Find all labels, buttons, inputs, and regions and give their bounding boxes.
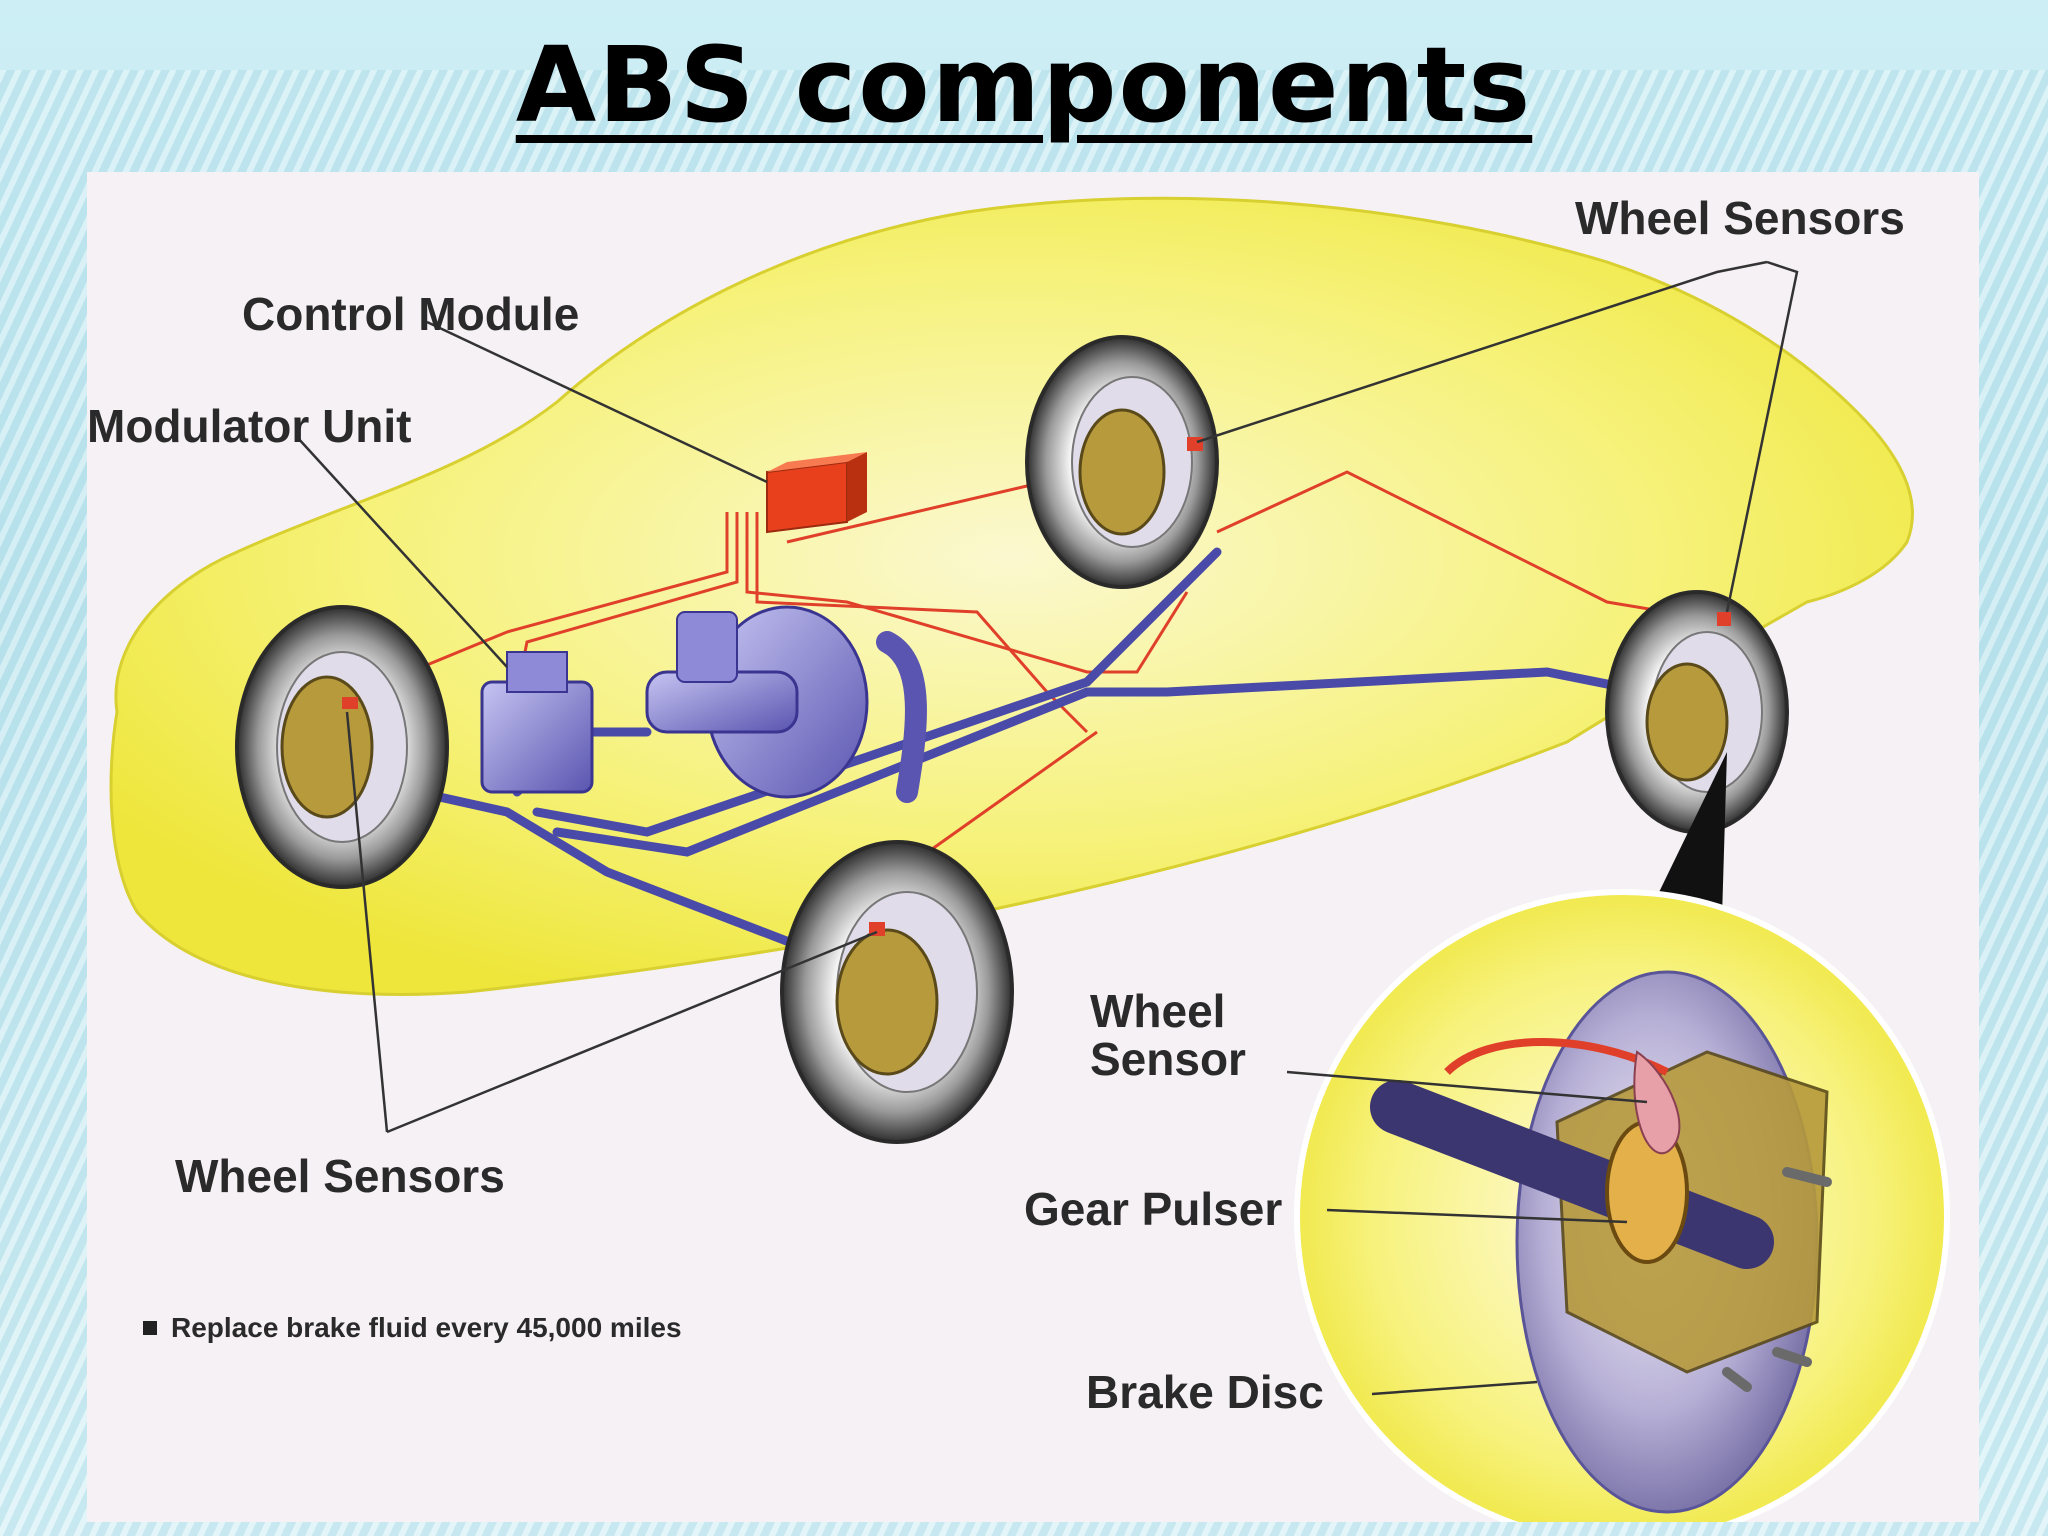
wheel-rear-right	[1605, 590, 1789, 834]
label-wheel-sensors-top: Wheel Sensors	[1575, 192, 1905, 244]
car-body	[109, 196, 1914, 996]
label-brake-disc: Brake Disc	[1086, 1366, 1324, 1418]
abs-diagram: Wheel Sensors Control Module Modulator U…	[87, 172, 1979, 1522]
maintenance-note-text: Replace brake fluid every 45,000 miles	[171, 1312, 682, 1343]
maintenance-note: Replace brake fluid every 45,000 miles	[143, 1312, 682, 1344]
label-wheel-sensor-inset: Wheel Sensor	[1090, 985, 1246, 1086]
label-wheel-sensors-bottom: Wheel Sensors	[175, 1150, 505, 1202]
label-control-module: Control Module	[242, 288, 580, 340]
label-modulator-unit: Modulator Unit	[87, 400, 412, 452]
modulator-unit	[480, 651, 594, 794]
master-cylinder	[645, 605, 927, 803]
wheel-rear-left	[780, 840, 1014, 1144]
inset-pointer	[1647, 752, 1727, 917]
diagram-artwork	[109, 196, 1950, 1522]
wheel-front-right	[1025, 335, 1219, 589]
bullet-square-icon	[143, 1321, 157, 1335]
slide-title: ABS components	[515, 24, 1533, 146]
label-gear-pulser: Gear Pulser	[1024, 1183, 1283, 1235]
wheel-front-left	[235, 605, 449, 889]
inset-detail	[1294, 889, 1950, 1522]
control-module-box	[766, 452, 867, 534]
